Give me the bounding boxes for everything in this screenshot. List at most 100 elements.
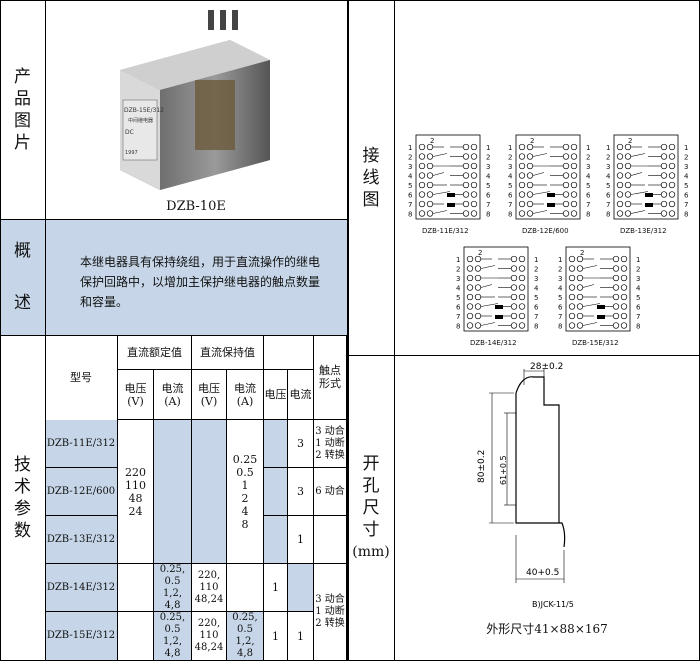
pin-terminal <box>660 200 668 208</box>
pin-label: 4 <box>636 285 641 293</box>
wiring-section-label: 接 线 图 <box>362 145 380 210</box>
pin-label: 2 <box>408 154 412 162</box>
tech-section-label: 技 术 参 数 <box>14 455 31 541</box>
pin-label: 2 <box>508 154 512 162</box>
pin-terminal <box>518 191 526 198</box>
pin-terminal <box>470 210 478 217</box>
pin-terminal <box>668 210 676 217</box>
pin-terminal <box>624 153 632 160</box>
pin-label: 6 <box>456 304 461 312</box>
pin-label: 5 <box>486 182 490 190</box>
pin-terminal <box>426 210 434 217</box>
pin-terminal <box>568 274 576 282</box>
pin-terminal <box>620 274 628 282</box>
pin-terminal <box>474 274 482 282</box>
contact-line <box>532 153 548 157</box>
contact-form: 3 动合 1 动断 2 转换 <box>314 564 347 661</box>
header-rated: 直流额定值 <box>118 335 192 370</box>
pin-label: 5 <box>508 182 512 190</box>
pin-label: 6 <box>558 304 563 312</box>
product-caption: DZB-10E <box>166 199 226 214</box>
row-model: DZB-13E/312 <box>45 516 118 564</box>
pin-terminal <box>518 284 526 291</box>
pin-terminal <box>510 322 518 329</box>
pin-terminal <box>568 312 576 320</box>
pin-label: 1 <box>534 256 538 264</box>
pin-terminal <box>466 293 474 301</box>
pin-terminal <box>418 181 426 189</box>
pin-terminal <box>510 303 518 310</box>
pin-terminal <box>462 210 470 217</box>
pin-label: 2 <box>486 154 490 162</box>
pin-label: 3 <box>606 163 610 171</box>
pin-label: 4 <box>586 173 591 181</box>
pin-terminal <box>570 162 578 170</box>
product-photo: DZB-15E/312 中间继电器 DC 1997 <box>110 10 280 195</box>
pin-terminal <box>518 172 526 179</box>
pin-terminal <box>518 322 526 329</box>
pin-terminal <box>624 172 632 179</box>
pin-terminal <box>660 143 668 151</box>
pin-terminal <box>562 162 570 170</box>
pin-label: 4 <box>606 173 611 181</box>
pin-terminal <box>526 191 534 198</box>
pin-terminal <box>466 265 474 272</box>
drawing-code: B)JCK-11/5 <box>532 600 574 609</box>
pin-label: 7 <box>408 201 412 209</box>
pin-terminal <box>462 191 470 198</box>
pin-label: 5 <box>558 294 562 302</box>
pin-terminal <box>510 312 518 320</box>
coil-symbol <box>597 305 605 309</box>
pin-label: 8 <box>486 211 490 219</box>
pin-terminal <box>466 322 474 329</box>
pin-label: 8 <box>508 211 512 219</box>
pin-label: 4 <box>486 173 491 181</box>
pin-terminal <box>568 303 576 310</box>
pin-label: 8 <box>636 323 640 331</box>
pin-terminal <box>562 172 570 179</box>
dim-inner: 61+0.5 <box>499 455 508 485</box>
pin-terminal <box>624 143 632 151</box>
pin-terminal <box>518 143 526 151</box>
pin-terminal <box>518 303 526 310</box>
pin-terminal <box>668 153 676 160</box>
outline-size: 外形尺寸41×88×167 <box>486 622 608 636</box>
pin-terminal <box>576 322 584 329</box>
header-contact: 触点形式 <box>314 335 347 420</box>
pin-label: 5 <box>636 294 640 302</box>
row-model: DZB-14E/312 <box>45 564 118 612</box>
pin-label: 6 <box>586 192 591 200</box>
pin-terminal <box>418 172 426 179</box>
pin-terminal <box>518 274 526 282</box>
pin-terminal <box>470 143 478 151</box>
hold-current-merged: 0.25 0.5 1 2 4 8 <box>227 420 264 564</box>
pin-terminal <box>466 312 474 320</box>
pin-label: 1 <box>636 256 640 264</box>
pin-terminal <box>568 255 576 263</box>
diagram-frame <box>415 134 481 220</box>
pin-label: 2 <box>558 266 562 274</box>
hold-current: 0.25, 0.5 1,2, 4,8 <box>227 612 264 661</box>
contact-line <box>432 210 448 214</box>
pin-terminal <box>470 200 478 208</box>
pin-label: 3 <box>586 163 590 171</box>
pin-terminal <box>470 172 478 179</box>
pin-terminal <box>616 210 624 217</box>
contact-line <box>630 172 643 176</box>
diagram-caption: DZB-14E/312 <box>470 339 517 347</box>
pin-label: 8 <box>408 211 412 219</box>
pin-terminal <box>418 162 426 170</box>
pin-terminal <box>462 172 470 179</box>
pin-label: 1 <box>408 144 412 152</box>
pin-terminal <box>474 255 482 263</box>
contact-line <box>432 172 445 176</box>
contact-line <box>630 191 649 195</box>
pin-terminal <box>526 200 534 208</box>
col3-value: 1 <box>288 612 314 661</box>
pin-terminal <box>620 284 628 291</box>
pin-label: 4 <box>508 173 513 181</box>
coil-symbol <box>597 315 605 319</box>
pin-terminal <box>518 200 526 208</box>
